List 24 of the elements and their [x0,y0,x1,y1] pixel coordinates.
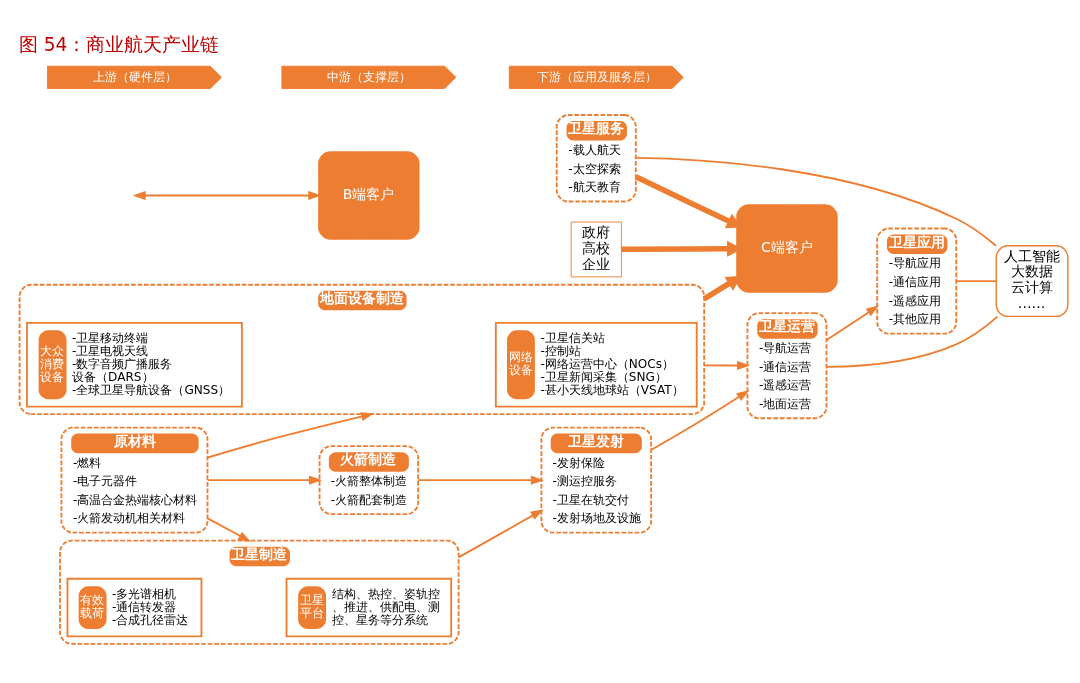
node-box: 卫星服务 -载人航天 -太空探索 -航天教育 [555,113,637,202]
node-box: 大众消费设备 -卫星移动终端 -卫星电视天线 -数字音频广播服务设备（DARS） -全球卫星导航设备（GNSS） [26,321,243,408]
arrow [206,516,252,542]
arrow [650,389,750,451]
node-box: B端客户 [318,150,420,240]
node-box: 卫星应用 -导航应用 -通信应用 -遥感应用 -其他应用 [876,227,958,335]
node-box: 火箭制造 -火箭整体制造 -火箭配套制造 [318,444,420,515]
connector [955,279,997,282]
arrow [457,508,544,558]
connector [635,156,997,247]
node-box: C端客户 [736,203,838,293]
node-box: 原材料 -燃料 -电子元器件 -高温合金热端核心材料 -火箭发动机相关材料 [60,426,209,534]
connector [825,315,999,368]
arrow [132,190,322,200]
arrow [206,411,375,458]
diagram-title: 图 54：商业航天产业链 [18,33,220,55]
node-box: 卫星运营 -导航运营 -通信运营 -遥感运营 -地面运营 [746,311,828,419]
node-box: 人工智能 大数据 云计算 …… [995,244,1069,317]
arrow [206,475,323,485]
arrow [417,475,544,485]
arrow [825,304,880,341]
node-box: 卫星发射 -发射保险 -测运控服务 -卫星在轨交付 -发射场地及设施 [540,426,653,534]
node-box: 政府 高校 企业 [570,221,622,277]
arrow [703,360,751,370]
